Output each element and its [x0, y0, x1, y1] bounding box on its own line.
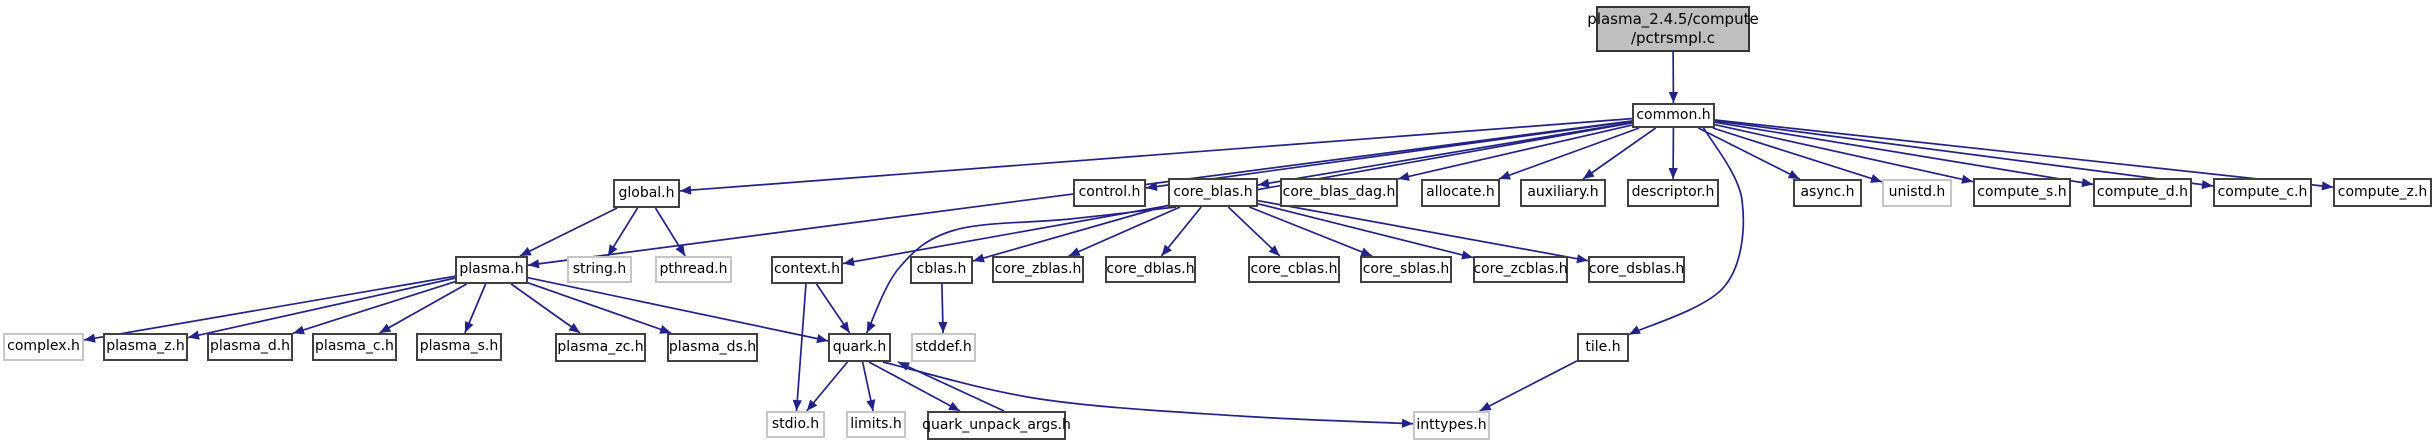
edge-core_blas-to-core_zblas — [1068, 206, 1181, 257]
node-plasma_zc[interactable]: plasma_zc.h — [555, 333, 646, 362]
edge-core_blas-to-quark — [865, 206, 1177, 334]
edge-common-to-core_blas — [1257, 121, 1633, 188]
node-core_blas_dag[interactable]: core_blas_dag.h — [1280, 178, 1398, 207]
edge-core_blas-to-core_cblas — [1227, 206, 1281, 257]
edge-tile-to-inttypes — [1479, 360, 1578, 412]
node-auxiliary[interactable]: auxiliary.h — [1520, 179, 1606, 207]
edge-common-to-control — [1145, 120, 1633, 192]
edge-common-to-compute_s — [1714, 123, 1974, 184]
edge-core_blas-to-core_dsblas — [1257, 199, 1589, 264]
edge-core_blas-to-core_sblas — [1249, 206, 1373, 257]
edge-plasma-to-plasma_ds — [527, 281, 672, 334]
edge-context-to-quark — [815, 283, 851, 334]
edge-global-to-string — [607, 207, 639, 257]
node-global[interactable]: global.h — [613, 179, 680, 208]
node-pthread[interactable]: pthread.h — [655, 256, 732, 283]
node-tile[interactable]: tile.h — [1577, 333, 1629, 362]
edge-context-to-stdio — [792, 283, 807, 412]
node-core_zblas[interactable]: core_zblas.h — [992, 256, 1084, 283]
edge-plasma-to-plasma_d — [292, 280, 456, 335]
node-core_blas[interactable]: core_blas.h — [1168, 178, 1258, 207]
node-core_dsblas[interactable]: core_dsblas.h — [1588, 256, 1685, 283]
edge-common-to-tile — [1628, 126, 1745, 336]
node-core_cblas[interactable]: core_cblas.h — [1248, 256, 1340, 283]
edge-common-to-compute_c — [1714, 120, 2214, 190]
edge-plasma-to-complex — [83, 275, 456, 343]
node-limits[interactable]: limits.h — [846, 411, 906, 438]
node-compute_s[interactable]: compute_s.h — [1973, 178, 2071, 207]
node-compute_z[interactable]: compute_z.h — [2333, 178, 2432, 207]
edge-core_blas-to-core_dblas — [1160, 206, 1202, 257]
edge-common-to-compute_d — [1714, 121, 2094, 188]
node-core_zcblas[interactable]: core_zcblas.h — [1473, 256, 1568, 283]
edge-cblas-to-stddef — [938, 283, 948, 334]
edge-core_blas-to-core_zcblas — [1257, 202, 1474, 260]
edge-common-to-core_blas_dag — [1397, 124, 1633, 181]
node-plasma[interactable]: plasma.h — [455, 256, 528, 284]
edge-global-to-plasma — [519, 207, 618, 257]
node-stdio[interactable]: stdio.h — [766, 411, 825, 438]
node-stddef[interactable]: stddef.h — [911, 333, 976, 362]
edge-core_blas-to-cblas — [972, 204, 1169, 263]
node-core_dblas[interactable]: core_dblas.h — [1105, 256, 1196, 283]
edge-quark-to-quark_unpack — [868, 361, 961, 412]
node-plasma_s[interactable]: plasma_s.h — [416, 333, 502, 361]
node-cblas[interactable]: cblas.h — [910, 256, 973, 284]
node-quark_unpack[interactable]: quark_unpack_args.h — [922, 411, 1071, 440]
edge-plasma-to-plasma_z — [187, 277, 456, 340]
node-control[interactable]: control.h — [1073, 179, 1146, 207]
edge-common-to-compute_z — [1714, 119, 2334, 191]
node-pctrsmpl[interactable]: plasma_2.4.5/compute /pctrsmpl.c — [1587, 6, 1759, 52]
node-complex[interactable]: complex.h — [3, 333, 84, 361]
node-quark[interactable]: quark.h — [828, 333, 891, 362]
edge-plasma-to-plasma_s — [464, 283, 487, 334]
node-compute_c[interactable]: compute_c.h — [2213, 178, 2312, 207]
edge-common-to-async — [1697, 127, 1801, 180]
edge-plasma-to-plasma_c — [378, 283, 468, 334]
node-descriptor[interactable]: descriptor.h — [1627, 179, 1719, 207]
edge-quark-to-limits — [861, 361, 876, 412]
node-core_sblas[interactable]: core_sblas.h — [1360, 256, 1452, 283]
edge-quark-to-inttypes — [882, 361, 1414, 428]
node-plasma_ds[interactable]: plasma_ds.h — [667, 333, 758, 362]
edge-plasma-to-quark — [527, 276, 829, 344]
node-inttypes[interactable]: inttypes.h — [1413, 411, 1490, 440]
edge-common-to-allocate — [1498, 127, 1640, 180]
node-plasma_c[interactable]: plasma_c.h — [312, 333, 397, 361]
node-unistd[interactable]: unistd.h — [1882, 179, 1952, 207]
edge-common-to-global — [679, 117, 1633, 195]
node-plasma_z[interactable]: plasma_z.h — [103, 333, 188, 361]
edge-global-to-pthread — [654, 207, 686, 257]
node-plasma_d[interactable]: plasma_d.h — [207, 333, 293, 361]
edge-plasma-to-plasma_zc — [510, 283, 581, 334]
node-async[interactable]: async.h — [1793, 179, 1862, 207]
node-string[interactable]: string.h — [567, 256, 632, 283]
node-allocate[interactable]: allocate.h — [1421, 179, 1500, 207]
node-compute_d[interactable]: compute_d.h — [2093, 178, 2192, 207]
node-common[interactable]: common.h — [1632, 103, 1715, 128]
node-context[interactable]: context.h — [771, 256, 843, 284]
edge-common-to-unistd — [1712, 127, 1883, 183]
edge-quark-to-stdio — [806, 361, 849, 412]
edge-common-to-auxiliary — [1582, 127, 1657, 180]
